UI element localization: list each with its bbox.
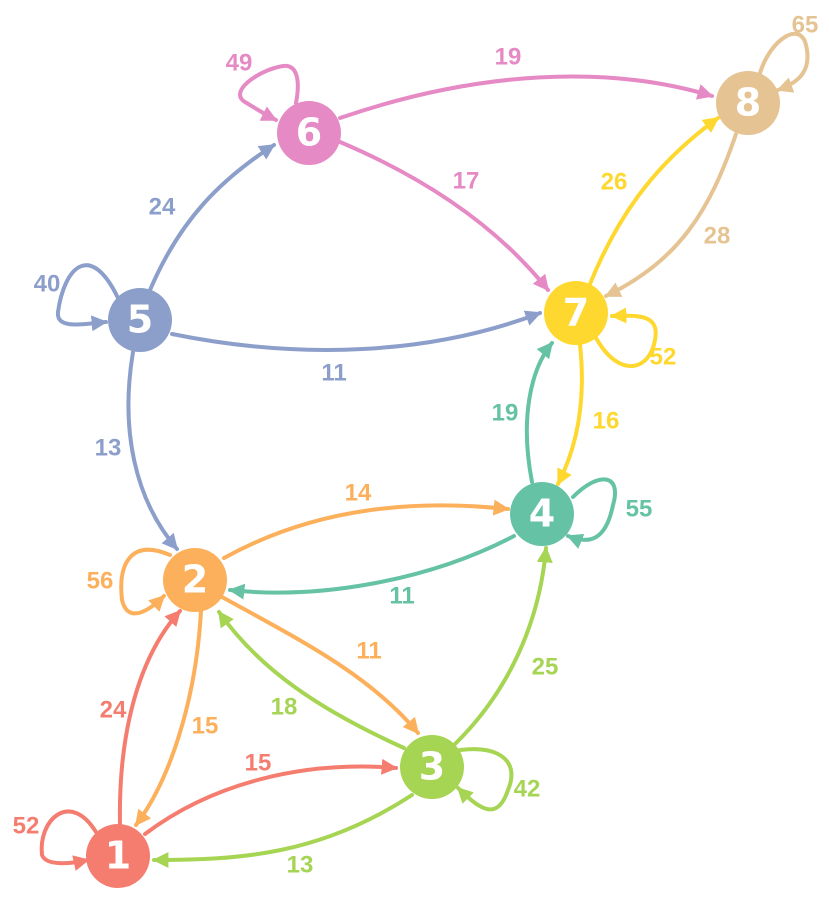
- node-label-5: 5: [127, 298, 153, 342]
- node-circle-3: [400, 735, 464, 799]
- node-label-6: 6: [296, 111, 322, 155]
- node-label-7: 7: [563, 291, 589, 335]
- edge-weight-7-to-4: 16: [593, 407, 620, 434]
- edge-weight-1-to-1: 52: [13, 812, 40, 839]
- node-circle-6: [277, 101, 341, 165]
- edge-7-to-4: [556, 343, 584, 486]
- edge-2-to-4: [222, 499, 510, 560]
- node-circle-8: [716, 71, 780, 135]
- node-4: 4: [510, 482, 574, 546]
- node-1: 1: [86, 824, 150, 888]
- edge-2-to-3: [220, 595, 420, 735]
- edge-weight-5-to-2: 13: [95, 434, 122, 461]
- edge-weight-4-to-2: 11: [389, 582, 414, 609]
- edge-weight-2-to-2: 56: [87, 567, 114, 594]
- edge-labels-layer: 5224151556111413184225115519134024114917…: [13, 11, 819, 878]
- edge-6-to-6: [238, 63, 300, 122]
- edge-weight-3-to-4: 25: [532, 653, 559, 680]
- node-circle-5: [108, 288, 172, 352]
- edge-weight-3-to-1: 13: [287, 851, 314, 878]
- edge-weight-3-to-2: 18: [271, 693, 298, 720]
- edge-weight-6-to-6: 49: [226, 49, 253, 76]
- node-label-3: 3: [419, 745, 445, 789]
- edge-weight-2-to-4: 14: [345, 479, 372, 506]
- edge-5-to-6: [148, 143, 276, 292]
- edge-8-to-8: [758, 31, 810, 93]
- edge-7-to-8: [588, 116, 720, 286]
- edge-weight-3-to-3: 42: [514, 775, 541, 802]
- edge-weight-6-to-8: 19: [495, 43, 522, 70]
- edge-weight-5-to-6: 24: [149, 193, 176, 220]
- edge-weight-4-to-7: 19: [492, 399, 519, 426]
- node-6: 6: [277, 101, 341, 165]
- edge-2-to-1: [134, 609, 203, 827]
- node-label-1: 1: [105, 834, 131, 878]
- node-circle-4: [510, 482, 574, 546]
- edge-5-to-2: [126, 350, 179, 551]
- edge-1-to-3: [143, 758, 398, 836]
- edge-5-to-5: [56, 263, 120, 332]
- node-8: 8: [716, 71, 780, 135]
- node-7: 7: [544, 281, 608, 345]
- edge-3-to-4: [453, 546, 553, 746]
- node-circle-1: [86, 824, 150, 888]
- node-3: 3: [400, 735, 464, 799]
- node-label-8: 8: [735, 81, 761, 125]
- edge-weight-2-to-3: 11: [356, 637, 381, 664]
- edge-7-to-7: [594, 307, 658, 369]
- edge-weight-1-to-2: 24: [100, 696, 127, 723]
- edge-4-to-2: [228, 534, 516, 600]
- edge-4-to-4: [566, 477, 617, 549]
- edge-3-to-2: [217, 610, 406, 750]
- edge-weight-1-to-3: 15: [245, 749, 272, 776]
- edge-3-to-1: [152, 793, 414, 868]
- node-label-4: 4: [529, 492, 555, 536]
- edge-6-to-8: [338, 74, 714, 120]
- edge-weight-5-to-5: 40: [34, 270, 61, 297]
- edge-6-to-7: [338, 140, 550, 292]
- edge-1-to-2: [117, 609, 182, 828]
- edge-4-to-7: [524, 341, 554, 484]
- edge-weight-7-to-8: 26: [601, 168, 628, 195]
- edge-weight-2-to-1: 15: [192, 712, 219, 739]
- edge-weight-4-to-4: 55: [626, 495, 653, 522]
- edges-layer: [39, 31, 810, 871]
- edge-3-to-3: [456, 747, 514, 812]
- edge-8-to-7: [604, 132, 738, 298]
- node-2: 2: [163, 548, 227, 612]
- edge-2-to-2: [119, 547, 172, 616]
- node-label-2: 2: [182, 558, 208, 602]
- edge-weight-7-to-7: 52: [650, 343, 677, 370]
- edge-5-to-7: [170, 310, 542, 352]
- node-circle-7: [544, 281, 608, 345]
- node-5: 5: [108, 288, 172, 352]
- edge-1-to-1: [39, 809, 98, 871]
- edge-weight-6-to-7: 17: [453, 167, 480, 194]
- node-circle-2: [163, 548, 227, 612]
- edge-weight-5-to-7: 11: [321, 359, 346, 386]
- edge-weight-8-to-7: 28: [704, 222, 731, 249]
- edge-weight-8-to-8: 65: [792, 11, 819, 38]
